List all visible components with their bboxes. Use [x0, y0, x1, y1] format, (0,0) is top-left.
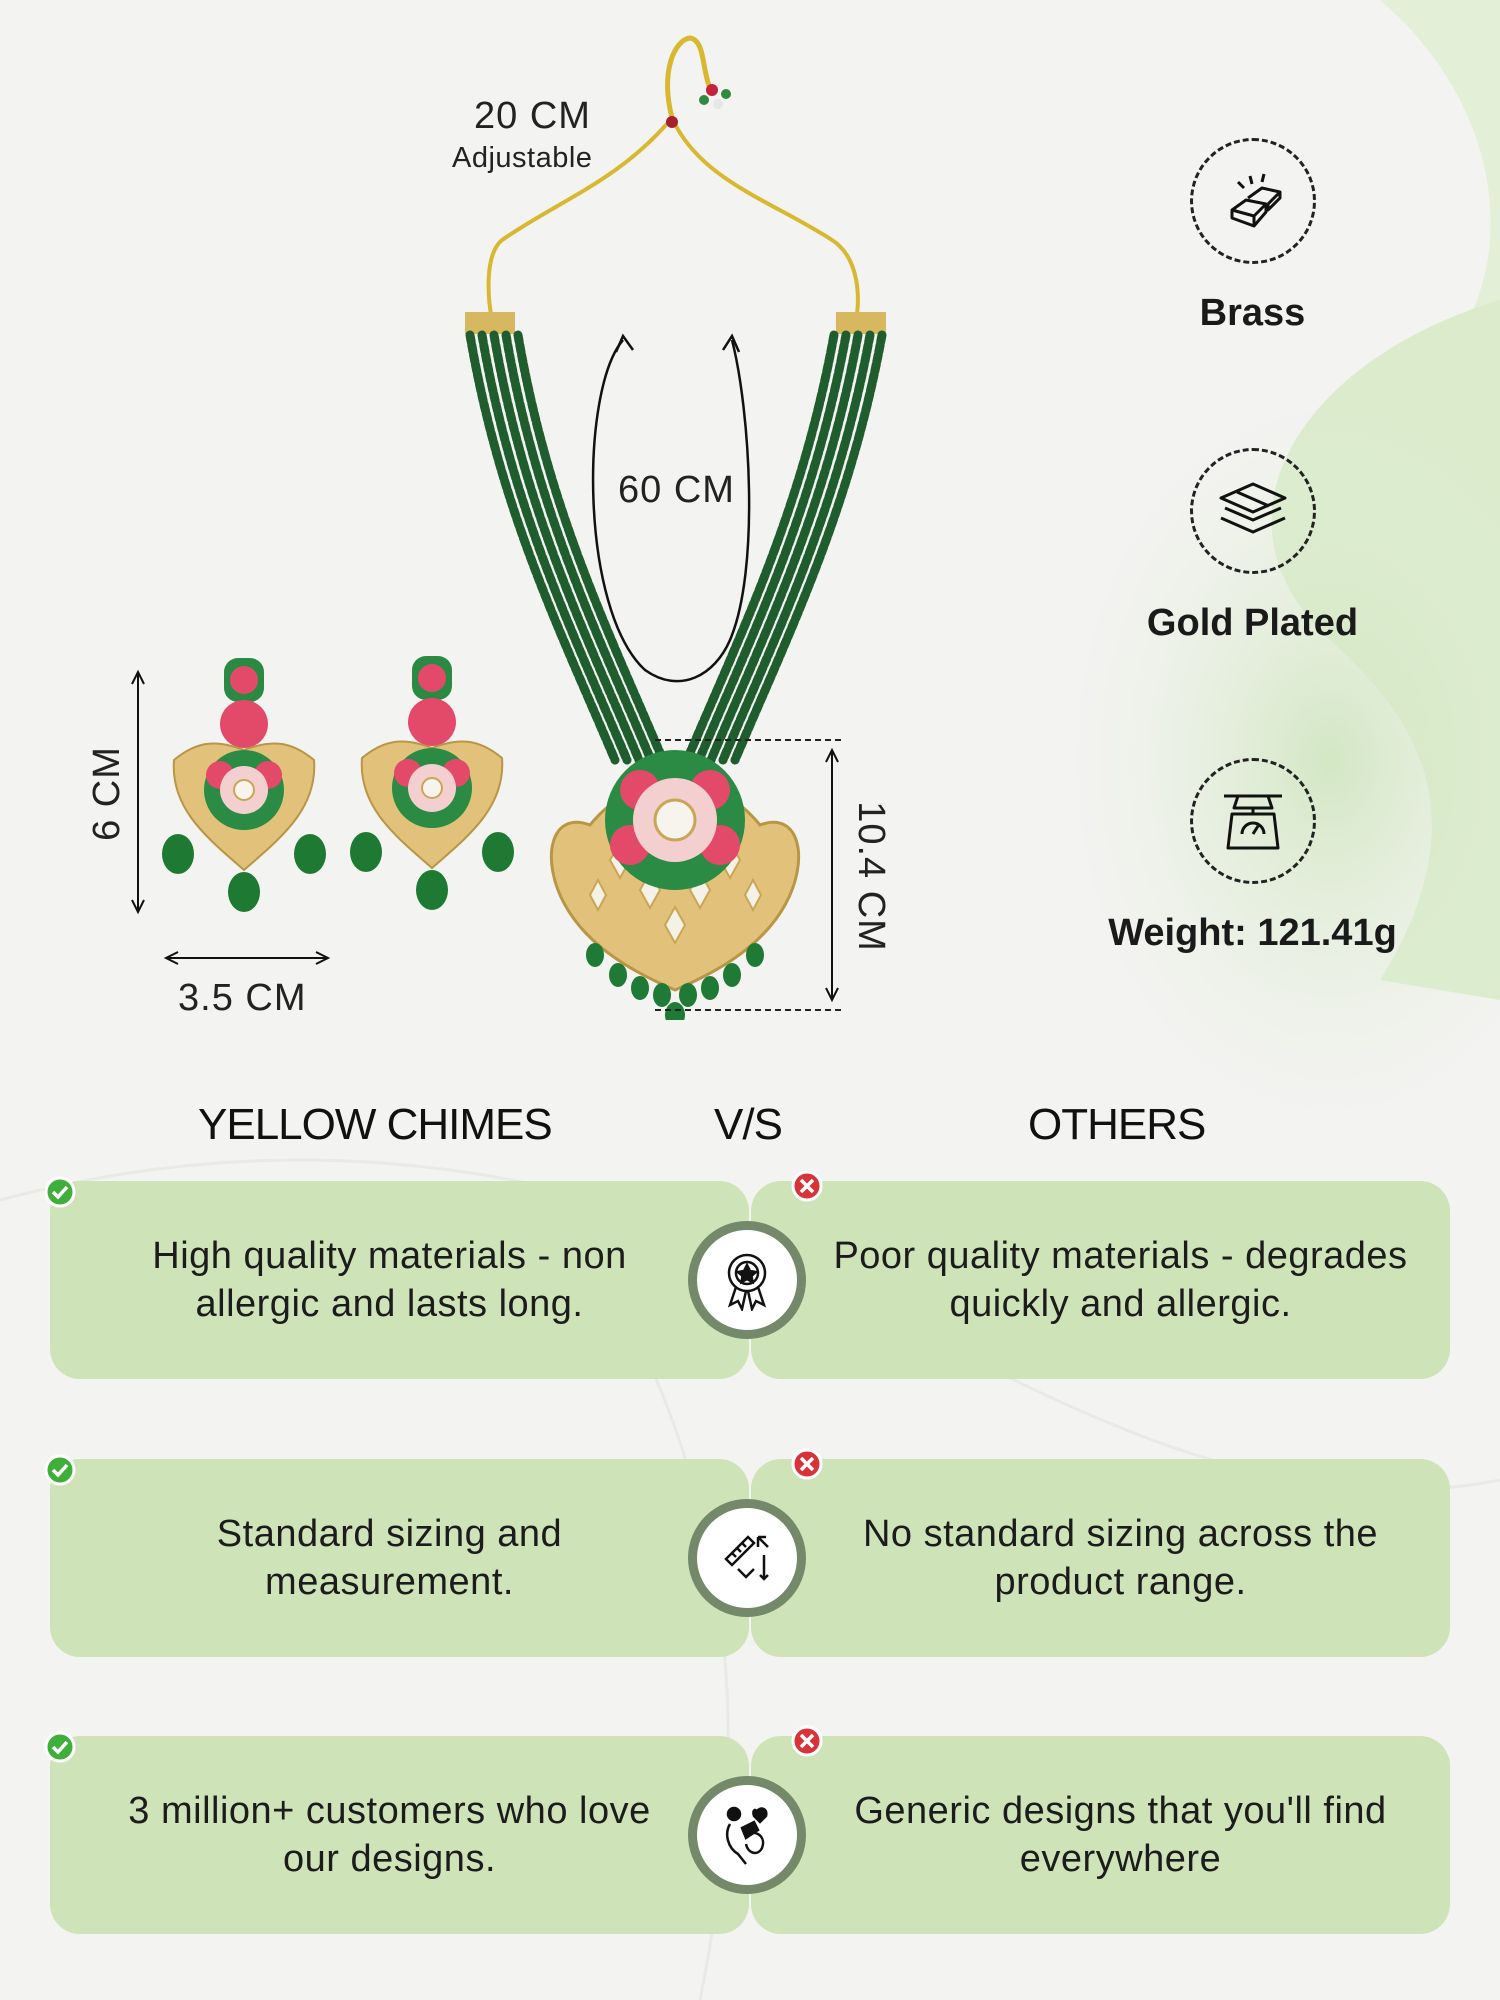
others-text: Generic designs that you'll find everywh…: [854, 1790, 1387, 1880]
feature-label: Brass: [1199, 292, 1306, 334]
earring-width-label: 3.5 CM: [178, 977, 307, 1019]
earring-height-label: 6 CM: [85, 746, 128, 841]
check-icon: [44, 1176, 76, 1208]
ours-card: High quality materials - non allergic an…: [50, 1181, 749, 1379]
ours-text: Standard sizing and measurement.: [216, 1513, 563, 1603]
pendant-height-label: 10.4 CM: [849, 801, 892, 952]
customer-love-icon: [688, 1776, 806, 1894]
necklace-image: [465, 35, 887, 1020]
ours-card: Standard sizing and measurement.: [50, 1459, 749, 1657]
right-header: OTHERS: [1028, 1100, 1206, 1149]
quality-badge-icon: [688, 1221, 806, 1339]
left-header: YELLOW CHIMES: [198, 1100, 553, 1149]
earrings-image: [162, 655, 515, 912]
cross-icon: [791, 1170, 823, 1202]
ours-text: High quality materials - non allergic an…: [152, 1235, 627, 1325]
ours-text: 3 million+ customers who love our design…: [128, 1790, 651, 1880]
gold-bars-icon: [1189, 138, 1316, 264]
others-card: No standard sizing across the product ra…: [751, 1459, 1450, 1657]
others-text: No standard sizing across the product ra…: [862, 1513, 1379, 1603]
chain-length-label: 20 CM: [474, 95, 591, 137]
cross-icon: [791, 1448, 823, 1480]
check-icon: [44, 1731, 76, 1763]
others-card: Poor quality materials - degrades quickl…: [751, 1181, 1450, 1379]
feature-label: Gold Plated: [1146, 602, 1359, 644]
others-text: Poor quality materials - degrades quickl…: [833, 1235, 1408, 1325]
earring-dimension-lines: [131, 669, 331, 965]
feature-brass: Brass: [1130, 138, 1375, 335]
layers-icon: [1189, 448, 1316, 574]
feature-gold-plated: Gold Plated: [1130, 448, 1375, 645]
feature-label: Weight: 121.41g: [1108, 912, 1397, 954]
weighing-scale-icon: [1189, 758, 1316, 884]
ours-card: 3 million+ customers who love our design…: [50, 1736, 749, 1934]
chain-adjustable-label: Adjustable: [452, 142, 593, 174]
cross-icon: [791, 1725, 823, 1757]
vs-label: V/S: [714, 1100, 783, 1149]
feature-weight: Weight: 121.41g: [1108, 758, 1397, 955]
others-card: Generic designs that you'll find everywh…: [751, 1736, 1450, 1934]
necklace-length-label: 60 CM: [618, 469, 735, 511]
ruler-icon: [688, 1499, 806, 1617]
check-icon: [44, 1454, 76, 1486]
